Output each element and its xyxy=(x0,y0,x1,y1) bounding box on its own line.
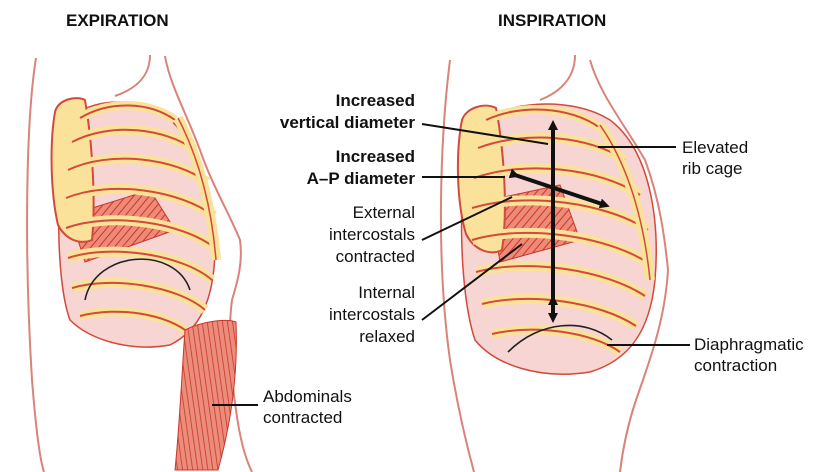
svg-text:External: External xyxy=(353,203,415,222)
label-external-intercostals: External intercostals contracted xyxy=(329,203,415,266)
label-increased-ap-diameter: Increased A–P diameter xyxy=(307,147,416,188)
label-abdominals-contracted: Abdominals contracted xyxy=(263,387,352,427)
svg-text:A–P diameter: A–P diameter xyxy=(307,169,416,188)
svg-text:vertical diameter: vertical diameter xyxy=(280,113,416,132)
expiration-figure xyxy=(27,55,252,472)
svg-text:Elevated: Elevated xyxy=(682,138,748,157)
abdominal-muscle xyxy=(175,320,236,470)
svg-text:contraction: contraction xyxy=(694,356,777,375)
label-elevated-rib-cage: Elevated rib cage xyxy=(682,138,748,178)
inspiration-title: INSPIRATION xyxy=(498,11,606,30)
svg-text:contracted: contracted xyxy=(336,247,415,266)
svg-text:Increased: Increased xyxy=(336,91,415,110)
svg-text:contracted: contracted xyxy=(263,408,342,427)
svg-text:Increased: Increased xyxy=(336,147,415,166)
label-internal-intercostals: Internal intercostals relaxed xyxy=(329,283,415,346)
svg-text:Internal: Internal xyxy=(358,283,415,302)
label-increased-vertical-diameter: Increased vertical diameter xyxy=(280,91,416,132)
svg-text:Abdominals: Abdominals xyxy=(263,387,352,406)
inspiration-figure xyxy=(441,55,668,472)
svg-text:Diaphragmatic: Diaphragmatic xyxy=(694,335,804,354)
svg-text:relaxed: relaxed xyxy=(359,327,415,346)
svg-text:intercostals: intercostals xyxy=(329,225,415,244)
svg-text:rib cage: rib cage xyxy=(682,159,742,178)
label-diaphragmatic-contraction: Diaphragmatic contraction xyxy=(694,335,804,375)
svg-text:intercostals: intercostals xyxy=(329,305,415,324)
expiration-title: EXPIRATION xyxy=(66,11,169,30)
